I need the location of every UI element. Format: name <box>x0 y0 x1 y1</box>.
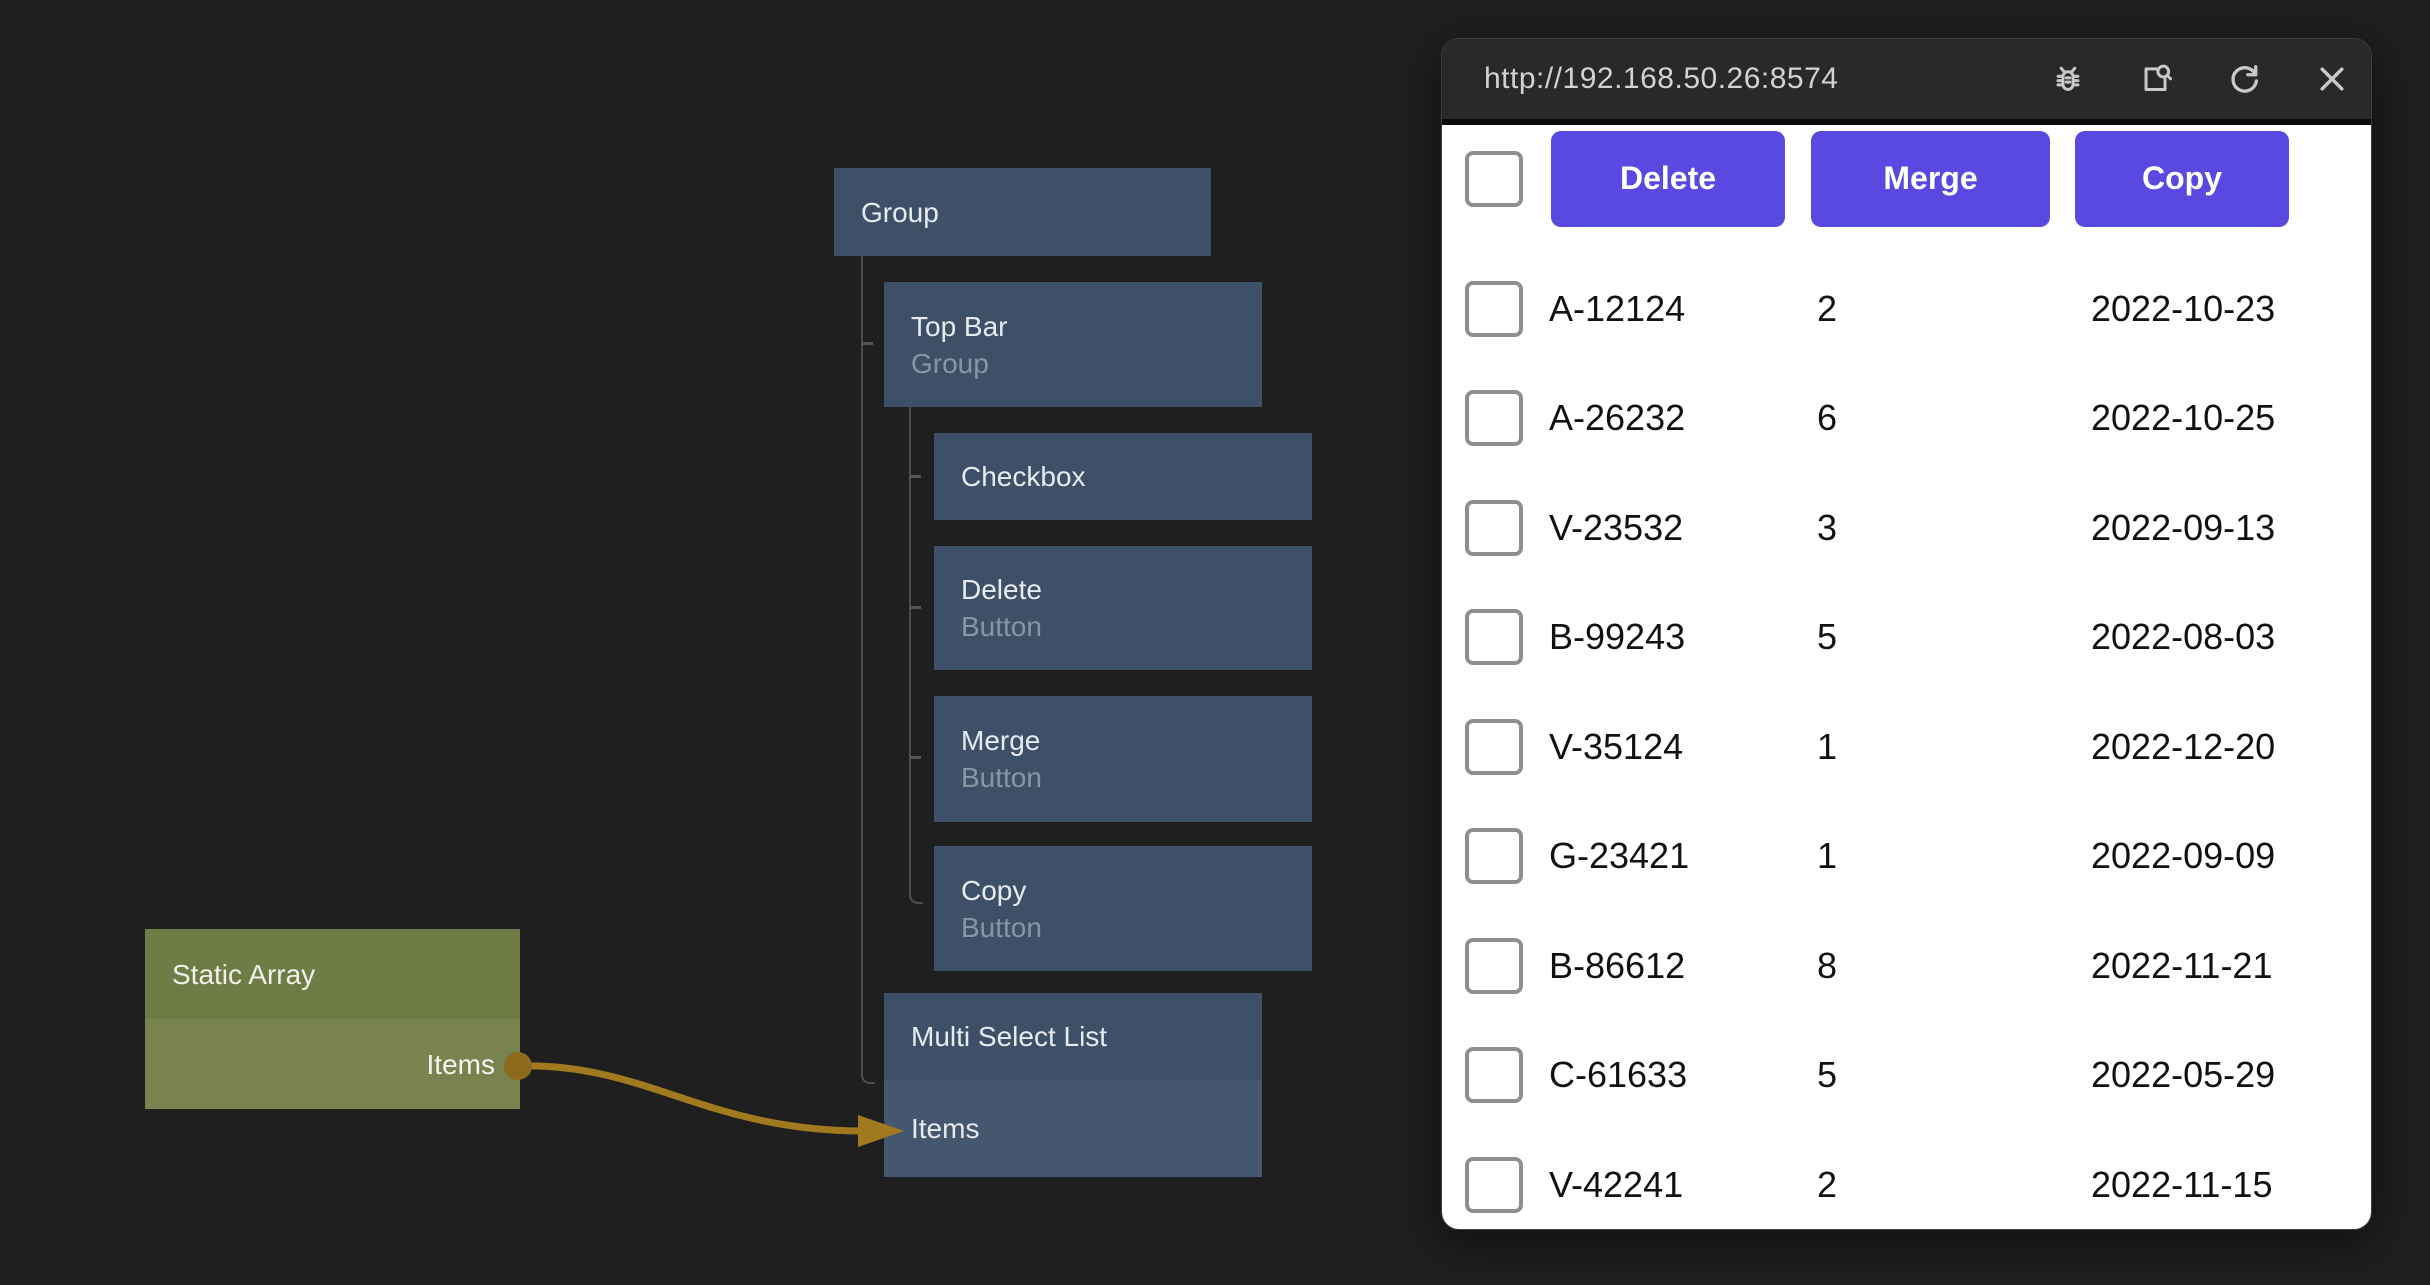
row-date: 2022-09-13 <box>2091 506 2276 548</box>
select-all-checkbox[interactable] <box>1465 150 1523 207</box>
tree-node-delete[interactable]: Delete Button <box>934 546 1312 670</box>
node-title: Multi Select List <box>911 1021 1108 1052</box>
row-qty: 8 <box>1817 944 1838 986</box>
table-row[interactable]: G-23421 1 2022-09-09 <box>1442 802 2371 912</box>
row-date: 2022-10-23 <box>2091 287 2276 329</box>
record-list: A-12124 2 2022-10-23 A-26232 6 2022-10-2… <box>1442 254 2371 1229</box>
row-date: 2022-11-21 <box>2091 944 2273 986</box>
row-qty: 6 <box>1817 397 1838 439</box>
row-id: G-23421 <box>1549 835 1690 877</box>
preview-window: http://192.168.50.26:8574 <box>1441 38 2372 1230</box>
tree-node-top-bar[interactable]: Top Bar Group <box>884 282 1262 407</box>
node-title: Copy <box>961 874 1027 906</box>
row-checkbox[interactable] <box>1465 499 1523 556</box>
preview-window-titlebar: http://192.168.50.26:8574 <box>1442 39 2371 125</box>
node-title: Static Array <box>172 958 316 990</box>
node-title: Merge <box>961 725 1041 756</box>
multi-select-list-items-port-row[interactable]: Items <box>884 1080 1262 1177</box>
row-id: C-61633 <box>1549 1054 1688 1096</box>
node-title: Group <box>861 196 939 228</box>
output-port-label: Items <box>426 1048 495 1080</box>
inspect-icon[interactable] <box>2137 60 2175 98</box>
row-qty: 3 <box>1817 506 1838 548</box>
close-icon[interactable] <box>2313 60 2351 98</box>
table-row[interactable]: V-35124 1 2022-12-20 <box>1442 692 2371 802</box>
row-id: B-99243 <box>1549 616 1686 658</box>
row-qty: 1 <box>1817 835 1838 877</box>
row-checkbox[interactable] <box>1465 937 1523 994</box>
row-id: V-23532 <box>1549 506 1684 548</box>
titlebar-actions <box>2049 60 2351 98</box>
node-subtitle: Group <box>911 347 989 379</box>
row-id: V-42241 <box>1549 1163 1684 1205</box>
table-row[interactable]: A-26232 6 2022-10-25 <box>1442 364 2371 474</box>
table-row[interactable]: B-86612 8 2022-11-21 <box>1442 911 2371 1021</box>
row-date: 2022-05-29 <box>2091 1054 2276 1096</box>
tree-node-multi-select-list[interactable]: Multi Select List <box>884 993 1262 1080</box>
tree-line-topbar-children <box>909 407 923 904</box>
merge-button[interactable]: Merge <box>1811 130 2050 227</box>
table-row[interactable]: B-99243 5 2022-08-03 <box>1442 583 2371 693</box>
tree-node-checkbox[interactable]: Checkbox <box>934 433 1312 520</box>
node-subtitle: Button <box>961 611 1042 642</box>
tree-tick-delete <box>910 606 921 609</box>
node-title: Delete <box>961 574 1042 605</box>
debug-icon[interactable] <box>2049 60 2087 98</box>
row-qty: 5 <box>1817 1054 1838 1096</box>
row-id: A-26232 <box>1549 397 1686 439</box>
node-static-array[interactable]: Static Array <box>145 929 520 1019</box>
row-id: B-86612 <box>1549 944 1686 986</box>
row-checkbox[interactable] <box>1465 390 1523 447</box>
node-subtitle: Button <box>961 762 1042 793</box>
row-checkbox[interactable] <box>1465 280 1523 337</box>
tree-tick-merge <box>910 756 921 759</box>
row-checkbox[interactable] <box>1465 718 1523 775</box>
row-date: 2022-09-09 <box>2091 835 2276 877</box>
row-qty: 2 <box>1817 287 1838 329</box>
node-title: Checkbox <box>961 461 1086 492</box>
url-text[interactable]: http://192.168.50.26:8574 <box>1484 62 1839 95</box>
row-date: 2022-08-03 <box>2091 616 2276 658</box>
row-date: 2022-10-25 <box>2091 397 2276 439</box>
tree-tick-topbar <box>862 342 873 345</box>
input-port-label: Items <box>911 1113 980 1144</box>
row-date: 2022-11-15 <box>2091 1163 2273 1205</box>
row-checkbox[interactable] <box>1465 609 1523 666</box>
tree-node-copy[interactable]: Copy Button <box>934 846 1312 971</box>
table-row[interactable]: C-61633 5 2022-05-29 <box>1442 1021 2371 1131</box>
preview-page: Delete Merge Copy A-12124 2 2022-10-23 A… <box>1442 125 2371 1229</box>
node-title: Top Bar <box>911 310 1008 342</box>
delete-button[interactable]: Delete <box>1551 130 1785 227</box>
preview-toolbar: Delete Merge Copy <box>1442 129 2371 228</box>
row-checkbox[interactable] <box>1465 828 1523 885</box>
tree-node-merge[interactable]: Merge Button <box>934 696 1312 822</box>
refresh-icon[interactable] <box>2225 60 2263 98</box>
copy-button[interactable]: Copy <box>2075 130 2289 227</box>
row-checkbox[interactable] <box>1465 1047 1523 1104</box>
node-subtitle: Button <box>961 911 1042 943</box>
tree-node-group[interactable]: Group <box>834 168 1211 256</box>
row-id: A-12124 <box>1549 287 1686 329</box>
tree-tick-checkbox <box>910 475 921 478</box>
wire-static-array-to-items <box>517 1062 865 1135</box>
row-qty: 1 <box>1817 725 1838 767</box>
tree-line-group-children <box>861 256 875 1084</box>
table-row[interactable]: A-12124 2 2022-10-23 <box>1442 254 2371 364</box>
row-id: V-35124 <box>1549 725 1684 767</box>
row-date: 2022-12-20 <box>2091 725 2276 767</box>
row-qty: 2 <box>1817 1163 1838 1205</box>
static-array-items-port-row[interactable]: Items <box>145 1019 520 1109</box>
table-row[interactable]: V-23532 3 2022-09-13 <box>1442 473 2371 583</box>
row-qty: 5 <box>1817 616 1838 658</box>
row-checkbox[interactable] <box>1465 1156 1523 1213</box>
table-row[interactable]: V-42241 2 2022-11-15 <box>1442 1130 2371 1229</box>
